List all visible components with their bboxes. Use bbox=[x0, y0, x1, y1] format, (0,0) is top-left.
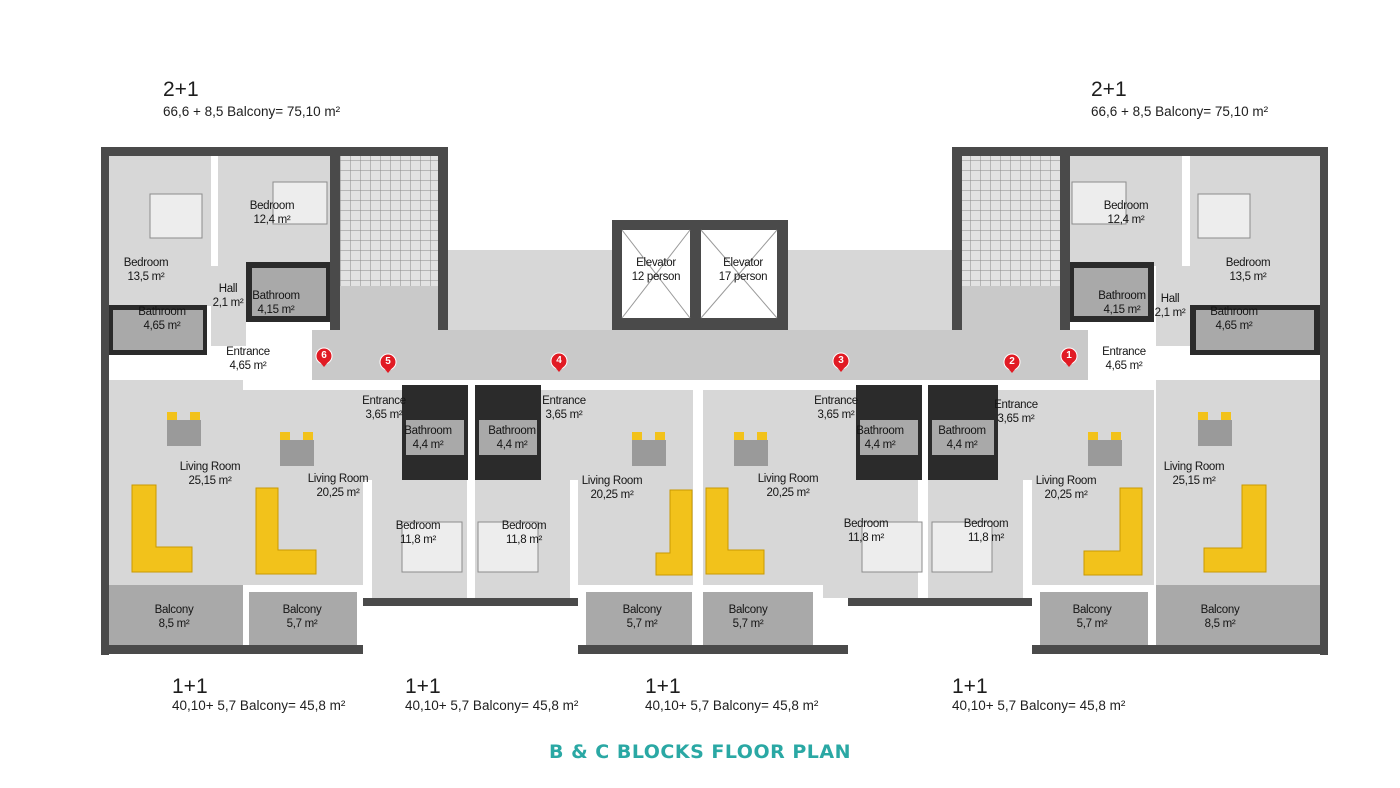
unit-area-bottom-1: 40,10+ 5,7 Balcony= 45,8 m² bbox=[172, 698, 346, 713]
map-pin-icon bbox=[1003, 353, 1021, 373]
map-pin-icon bbox=[1060, 347, 1078, 367]
unit-type-top-right: 2+1 bbox=[1091, 78, 1127, 101]
bed-layer bbox=[149, 181, 1251, 573]
unit-area-bottom-4: 40,10+ 5,7 Balcony= 45,8 m² bbox=[952, 698, 1126, 713]
map-pin-icon bbox=[832, 352, 850, 372]
elevator-block bbox=[448, 220, 952, 330]
unit-type-bottom-2: 1+1 bbox=[405, 675, 441, 698]
unit-type-bottom-4: 1+1 bbox=[952, 675, 988, 698]
dining-layer bbox=[167, 420, 1232, 466]
apartment-marker-6: 6 bbox=[314, 347, 334, 367]
unit-area-bottom-2: 40,10+ 5,7 Balcony= 45,8 m² bbox=[405, 698, 579, 713]
bathroom-floor bbox=[113, 268, 1314, 455]
unit-area-bottom-3: 40,10+ 5,7 Balcony= 45,8 m² bbox=[645, 698, 819, 713]
chair-layer bbox=[167, 412, 1231, 440]
map-pin-icon bbox=[550, 352, 568, 372]
map-pin-icon bbox=[379, 353, 397, 373]
apartment-marker-3: 3 bbox=[831, 352, 851, 372]
unit-type-bottom-1: 1+1 bbox=[172, 675, 208, 698]
sofa-layer bbox=[131, 484, 1267, 576]
unit-type-bottom-3: 1+1 bbox=[645, 675, 681, 698]
apartment-marker-4: 4 bbox=[549, 352, 569, 372]
unit-area-top-right: 66,6 + 8,5 Balcony= 75,10 m² bbox=[1091, 104, 1269, 119]
map-pin-icon bbox=[315, 347, 333, 367]
apartment-marker-2: 2 bbox=[1002, 353, 1022, 373]
unit-area-top-left: 66,6 + 8,5 Balcony= 75,10 m² bbox=[163, 104, 341, 119]
unit-type-top-left: 2+1 bbox=[163, 78, 199, 101]
plan-title: B & C BLOCKS FLOOR PLAN bbox=[549, 741, 851, 763]
apartment-marker-5: 5 bbox=[378, 353, 398, 373]
apartment-marker-1: 1 bbox=[1059, 347, 1079, 367]
